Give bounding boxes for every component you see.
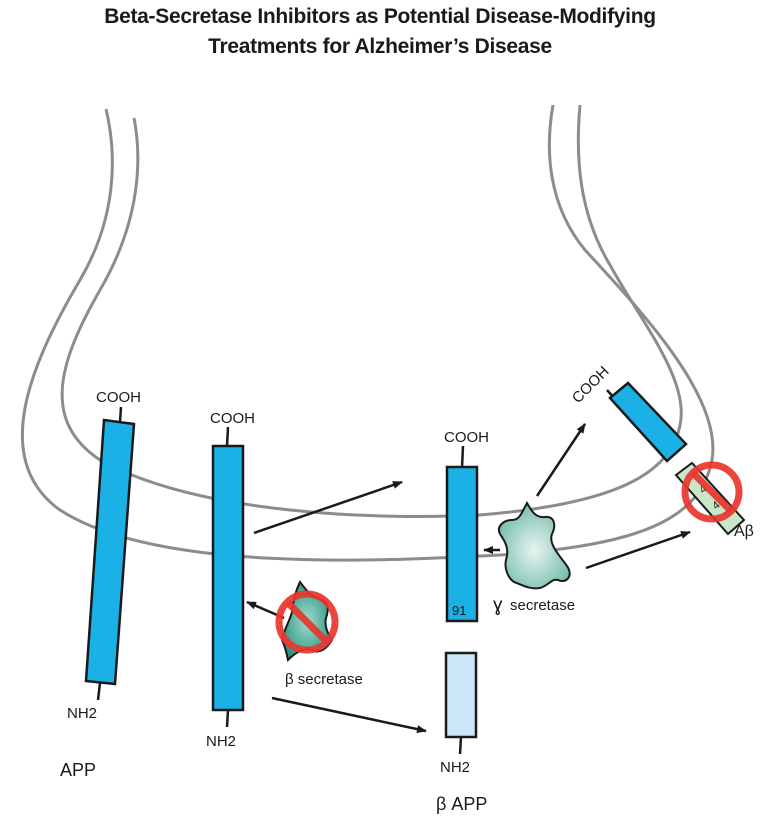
app-name-label: APP	[60, 760, 96, 780]
app-protein	[84, 406, 136, 701]
arrow-to-bapp	[271, 696, 427, 734]
c99-number-label: 91	[452, 603, 466, 618]
beta-app-fragment	[444, 651, 478, 755]
title-line-1: Beta-Secretase Inhibitors as Potential D…	[104, 5, 656, 28]
bapp-nh2-label: NH2	[440, 759, 470, 776]
abeta-inhibitor-icon	[681, 461, 743, 523]
bapp-name-label: β APP	[436, 794, 487, 814]
app-cooh-label: COOH	[96, 389, 141, 406]
gamma-symbol: ɣ	[493, 595, 503, 616]
arrow-to-abeta	[585, 530, 691, 570]
arrow-to-c99	[253, 480, 403, 535]
arrow-to-aicd	[535, 423, 587, 497]
app2-cooh-label: COOH	[210, 410, 255, 427]
aicd-fragment	[606, 381, 688, 463]
title-line-2: Treatments for Alzheimer’s Disease	[208, 35, 552, 58]
membrane-inner	[60, 104, 683, 518]
c99-cooh-label: COOH	[444, 429, 489, 446]
c99-fragment	[445, 445, 479, 623]
beta-secretase-inhibitor-icon	[275, 590, 339, 654]
app-nh2-label: NH2	[67, 705, 97, 722]
beta-secretase-label: β secretase	[285, 671, 363, 688]
aicd-cooh-label: COOH	[569, 363, 613, 407]
abeta-label: Aβ	[734, 523, 754, 540]
app-protein-2	[211, 426, 245, 728]
gamma-secretase-label: secretase	[510, 597, 575, 614]
gamma-secretase-enzyme	[498, 500, 571, 590]
app2-nh2-label: NH2	[206, 733, 236, 750]
diagram-title: Beta-Secretase Inhibitors as Potential D…	[0, 2, 760, 62]
